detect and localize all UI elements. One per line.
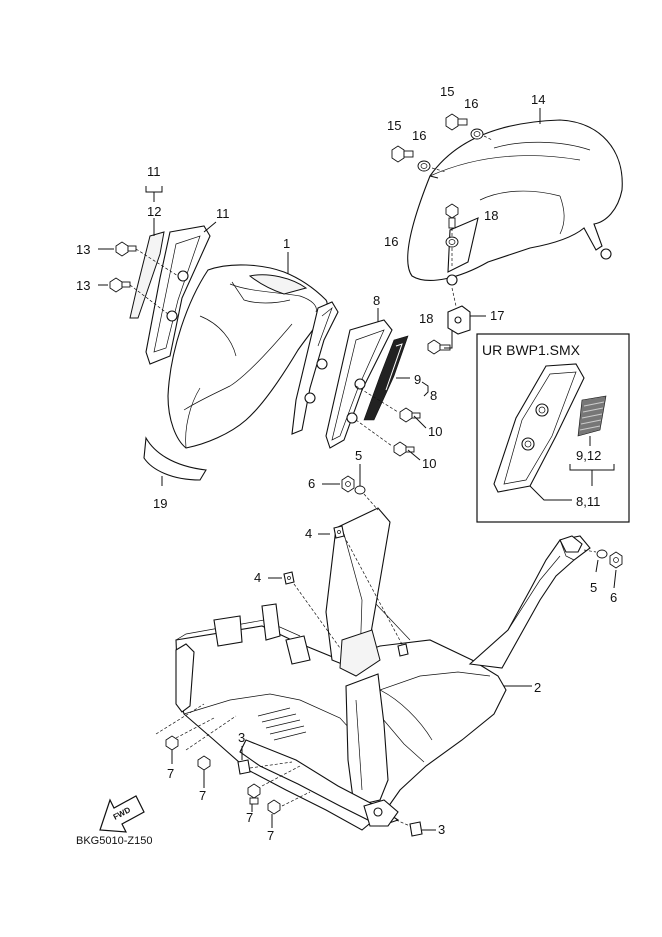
inset-box xyxy=(476,333,630,523)
part-7-screw-d xyxy=(267,799,281,815)
callout-18-upper: 18 xyxy=(484,208,498,223)
part-6-nut-right xyxy=(609,551,623,569)
part-7-screw-a xyxy=(165,735,179,751)
part-7-screw-c xyxy=(247,783,261,805)
fwd-arrow-icon xyxy=(99,795,145,833)
inset-callout-9-12: 9,12 xyxy=(576,448,601,463)
part-17-bracket xyxy=(447,305,471,335)
callout-2: 2 xyxy=(534,680,541,695)
callout-6-left: 6 xyxy=(308,476,315,491)
part-16-collar-middle xyxy=(417,160,431,172)
part-13-screw-lower xyxy=(109,277,131,293)
part-5-washer-right xyxy=(596,549,608,559)
callout-16-lower: 16 xyxy=(384,234,398,249)
part-4-clip-seat xyxy=(397,643,409,657)
part-9-emblem-right xyxy=(363,335,409,421)
callout-14: 14 xyxy=(531,92,545,107)
callout-9: 9 xyxy=(414,372,421,387)
callout-19: 19 xyxy=(153,496,167,511)
callout-3-left: 3 xyxy=(238,730,245,745)
callout-3-right: 3 xyxy=(438,822,445,837)
callout-7-b: 7 xyxy=(199,788,206,803)
inset-callout-8-11: 8,11 xyxy=(576,494,600,509)
part-10-screw-upper xyxy=(399,407,421,423)
part-4-clip-lower xyxy=(283,571,295,585)
part-18-bolt-upper xyxy=(445,203,459,229)
callout-12: 12 xyxy=(147,204,161,219)
callout-5-left: 5 xyxy=(355,448,362,463)
callout-10-upper: 10 xyxy=(428,424,442,439)
callout-7-a: 7 xyxy=(167,766,174,781)
callout-4-lower: 4 xyxy=(254,570,261,585)
callout-15-lower: 15 xyxy=(387,118,401,133)
callout-5-right: 5 xyxy=(590,580,597,595)
callout-13-upper: 13 xyxy=(76,242,90,257)
callout-8-right: 8 xyxy=(430,388,437,403)
part-13-screw-upper xyxy=(115,241,137,257)
callout-16-upper: 16 xyxy=(464,96,478,111)
inset-title: UR BWP1.SMX xyxy=(482,342,581,358)
part-12-emblem xyxy=(129,231,165,319)
part-19-trim-strip xyxy=(143,436,207,481)
part-14-rear-fender xyxy=(407,119,623,286)
part-8-side-panel-inner xyxy=(291,301,339,435)
part-15-bolt-lower xyxy=(391,145,414,163)
callout-8-top: 8 xyxy=(373,293,380,308)
part-5-washer-left xyxy=(354,485,366,495)
callout-10-lower: 10 xyxy=(422,456,436,471)
callout-6-right: 6 xyxy=(610,590,617,605)
part-1-front-cover xyxy=(167,264,328,449)
callout-13-lower: 13 xyxy=(76,278,90,293)
part-2-leg-shield xyxy=(175,507,591,831)
part-16-collar-lower xyxy=(445,236,459,248)
callout-18-lower: 18 xyxy=(419,311,433,326)
part-4-clip-upper xyxy=(333,525,345,539)
callout-17: 17 xyxy=(490,308,504,323)
diagram-code: BKG5010-Z150 xyxy=(76,835,152,847)
callout-11-panel: 11 xyxy=(216,206,230,221)
part-7-screw-b xyxy=(197,755,211,771)
part-10-screw-lower xyxy=(393,441,415,457)
callout-7-d: 7 xyxy=(267,828,274,843)
part-3-clip-right xyxy=(409,821,423,837)
part-16-collar-upper xyxy=(470,128,484,140)
callout-1: 1 xyxy=(283,236,290,251)
callout-11-top: 11 xyxy=(147,164,161,179)
part-11-side-cover xyxy=(145,225,211,365)
callout-7-c: 7 xyxy=(246,810,253,825)
part-8-side-panel xyxy=(325,319,393,449)
callout-4-upper: 4 xyxy=(305,526,312,541)
callout-16-middle: 16 xyxy=(412,128,426,143)
part-18-bolt-lower xyxy=(427,339,451,355)
callout-15-upper: 15 xyxy=(440,84,454,99)
part-15-bolt-upper xyxy=(445,113,468,131)
part-6-nut-left xyxy=(341,475,355,493)
part-3-clip-left xyxy=(237,759,251,775)
